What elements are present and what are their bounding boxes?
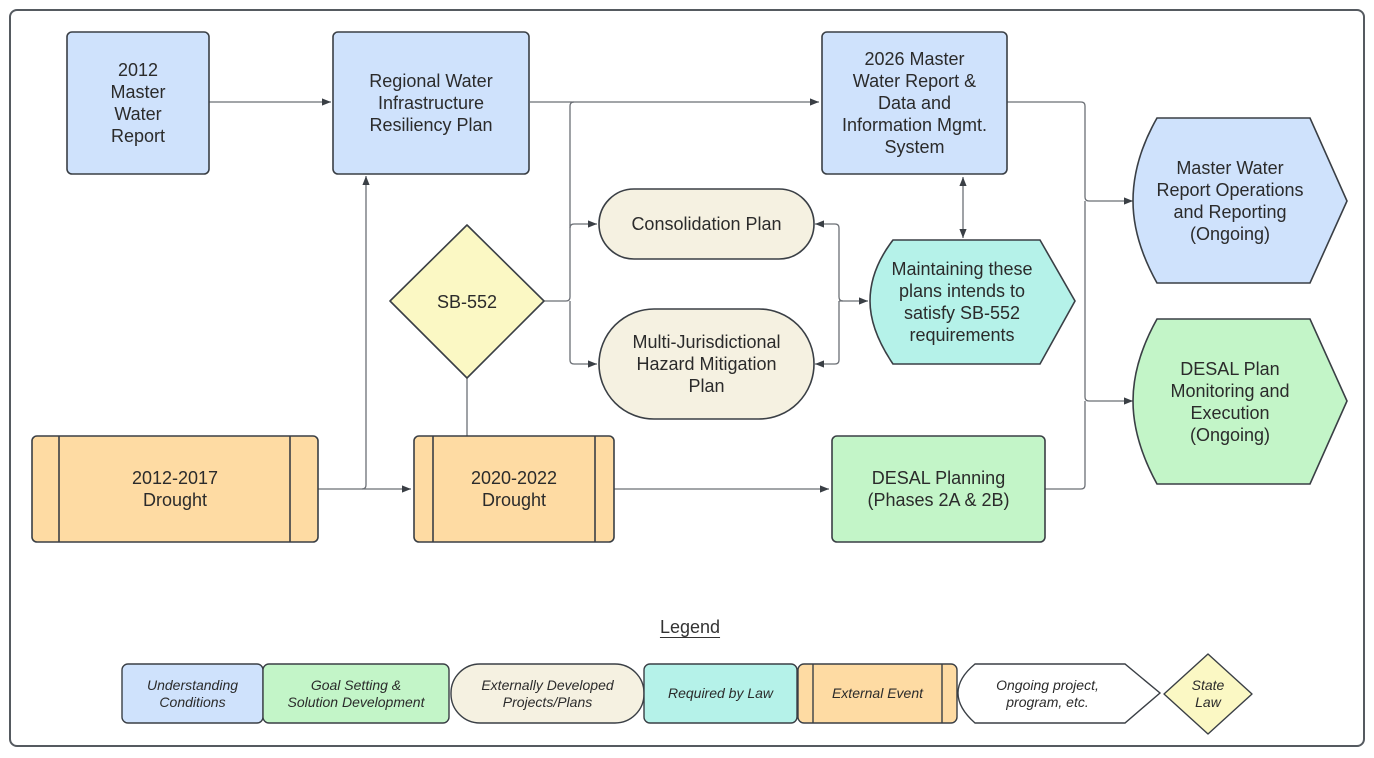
legend-label-external-plan: Externally Developed Projects/Plans xyxy=(481,676,614,710)
node-2026-master-water-report[interactable] xyxy=(821,31,1008,175)
label-2020-2022-drought: 2020-2022 Drought xyxy=(470,468,558,510)
node-desal-planning[interactable] xyxy=(831,435,1046,543)
legend-label-understanding: Understanding Conditions xyxy=(146,676,239,710)
edge-drought1217-rwirp xyxy=(318,176,370,490)
node-mjhmp[interactable] xyxy=(598,308,815,420)
legend-swatch-law-required xyxy=(643,663,798,724)
legend-label-law-required: Required by Law xyxy=(667,685,774,701)
node-2012-master-water-report[interactable] xyxy=(66,31,210,175)
node-desal-ongoing[interactable] xyxy=(1132,318,1348,485)
label-2012-2017-drought: 2012-2017 Drought xyxy=(131,468,219,510)
node-consolidation-plan[interactable] xyxy=(598,188,815,260)
label-2026-master-water-report: 2026 Master Water Report & Data and Info… xyxy=(841,49,988,157)
label-consolidation-plan: Consolidation Plan xyxy=(631,214,782,234)
edge-mwr2026-ongoing xyxy=(1007,101,1133,205)
node-sb552[interactable] xyxy=(389,224,545,379)
node-2020-2022-drought[interactable] xyxy=(413,435,615,543)
edge-desal-planning-desal-ongoing xyxy=(1045,401,1086,490)
label-desal-ongoing: DESAL Plan Monitoring and Execution (Ong… xyxy=(1170,358,1290,445)
edge-sb552-mjhmp xyxy=(569,301,597,368)
legend-swatch-state-law xyxy=(1163,653,1253,735)
node-mwr-operations-ongoing[interactable] xyxy=(1132,117,1348,284)
legend-swatch-goal xyxy=(262,663,450,724)
label-desal-planning: DESAL Planning (Phases 2A & 2B) xyxy=(867,468,1010,510)
edge-sb552-consolidation xyxy=(569,220,597,229)
edge-sb552-branch xyxy=(544,101,575,302)
label-2012-master-water-report: 2012 Master Water Report xyxy=(110,60,166,146)
legend-swatch-ongoing xyxy=(957,663,1162,724)
label-maintaining-plans: Maintaining these plans intends to satis… xyxy=(891,259,1033,345)
label-mjhmp: Multi-Jurisdictional Hazard Mitigation P… xyxy=(632,332,781,396)
node-maintaining-plans[interactable] xyxy=(869,239,1076,365)
edge-maintaining-consolidation xyxy=(815,220,844,302)
edge-maintaining-mjhmp xyxy=(815,301,840,368)
edge-mwr2026-desal-ongoing xyxy=(1084,201,1133,405)
node-2012-2017-drought[interactable] xyxy=(31,435,319,543)
legend-label-ongoing: Ongoing project, program, etc. xyxy=(996,676,1099,710)
node-regional-water-plan[interactable] xyxy=(332,31,530,175)
legend-label-event: External Event xyxy=(831,685,924,701)
legend-swatch-event xyxy=(797,663,958,724)
label-sb552: SB-552 xyxy=(436,291,498,312)
legend-title: Legend xyxy=(659,617,721,637)
legend-label-state-law: State Law xyxy=(1191,677,1225,710)
legend-label-goal: Goal Setting & Solution Development xyxy=(287,676,425,710)
label-regional-water-plan: Regional Water Infrastructure Resiliency… xyxy=(369,71,493,135)
label-mwr-operations-ongoing: Master Water Report Operations and Repor… xyxy=(1156,157,1304,244)
